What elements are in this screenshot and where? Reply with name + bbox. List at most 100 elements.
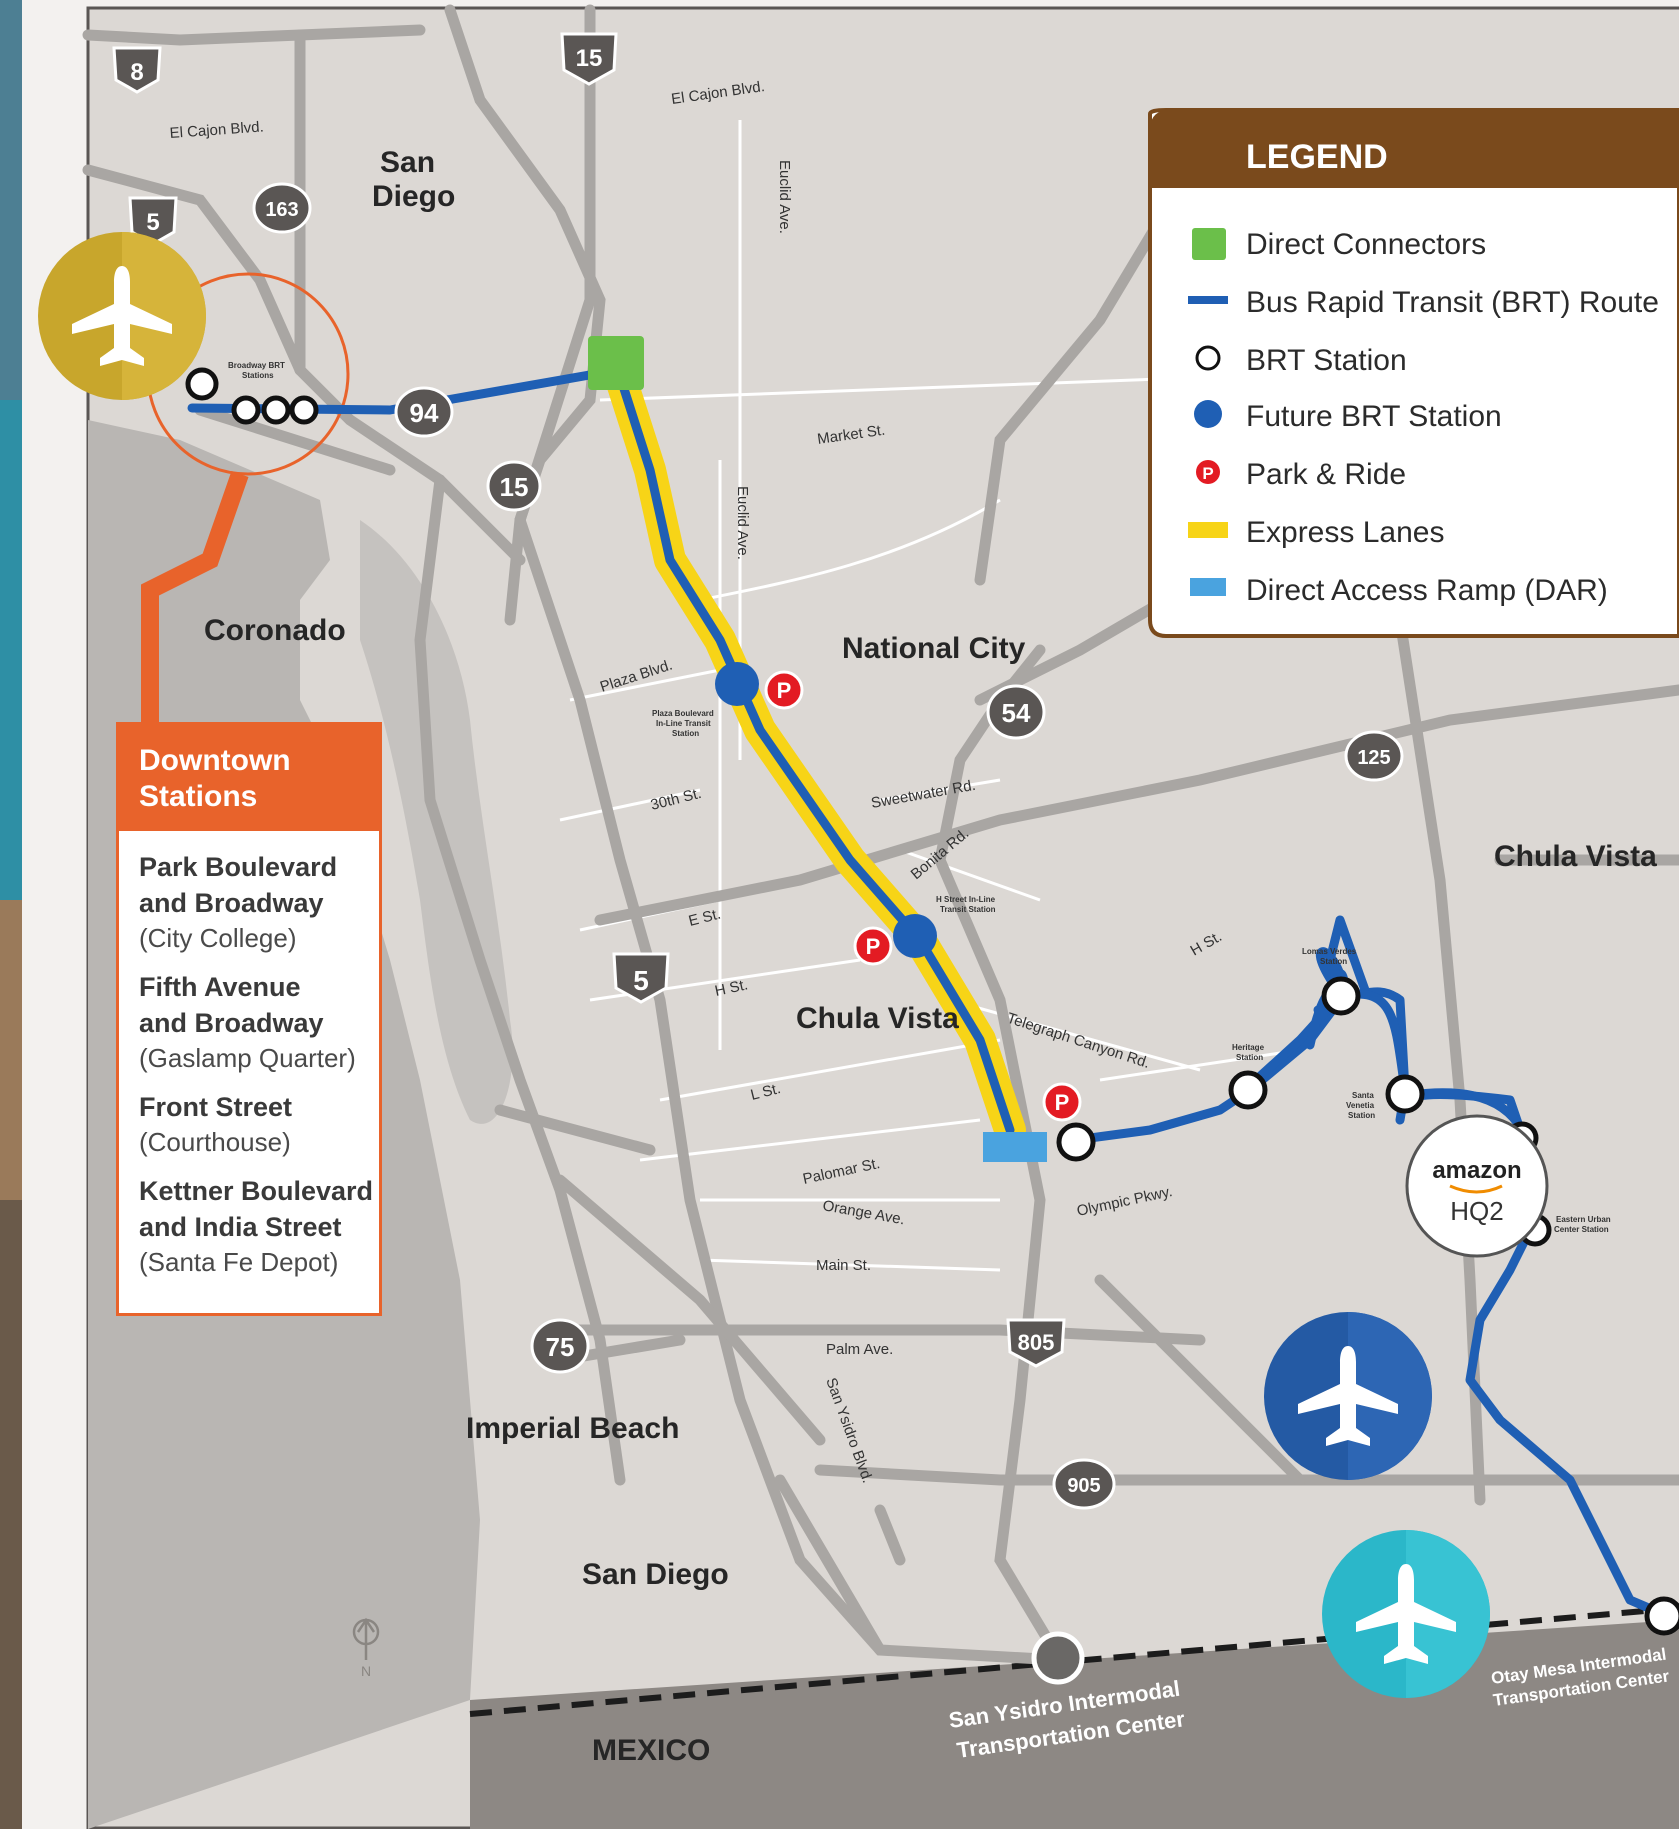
interstate-15-top-shield: 15 xyxy=(560,32,618,86)
svg-text:P: P xyxy=(866,934,881,959)
place-labels: San Diego Coronado National City Chula V… xyxy=(204,146,1657,1767)
legend-brt-route-swatch xyxy=(1188,296,1228,304)
downtown-station-name: Kettner Boulevard xyxy=(139,1176,374,1206)
place-san-diego-top-1: San xyxy=(380,146,435,179)
place-chula-vista-east: Chula Vista xyxy=(1494,840,1657,873)
interstate-15-mid-shield: 15 xyxy=(486,460,542,512)
place-mexico: MEXICO xyxy=(592,1734,710,1767)
svg-text:Station: Station xyxy=(672,729,699,738)
svg-text:Eastern Urban: Eastern Urban xyxy=(1556,1215,1611,1224)
state-route-905-shield: 905 xyxy=(1052,1458,1116,1510)
downtown-station-item: Kettner Boulevard and India Street (Sant… xyxy=(139,1173,379,1279)
airport-icon-teal xyxy=(1322,1530,1490,1698)
downtown-station-name: and Broadway xyxy=(139,888,324,918)
legend-dar-swatch xyxy=(1190,578,1226,596)
downtown-station-item: Fifth Avenue and Broadway (Gaslamp Quart… xyxy=(139,969,379,1075)
downtown-station-name: Park Boulevard xyxy=(139,852,338,882)
state-route-54-shield: 54 xyxy=(986,684,1046,740)
svg-text:125: 125 xyxy=(1357,747,1390,769)
legend-express-lanes-swatch xyxy=(1188,522,1228,538)
svg-text:N: N xyxy=(361,1663,371,1679)
svg-text:Station: Station xyxy=(1236,1053,1263,1062)
svg-text:H St.: H St. xyxy=(713,976,749,1000)
downtown-station-item: Front Street (Courthouse) xyxy=(139,1089,379,1159)
svg-text:15: 15 xyxy=(500,472,529,502)
interstate-5-mid-shield: 5 xyxy=(612,952,670,1004)
downtown-station-item: Park Boulevard and Broadway (City Colleg… xyxy=(139,849,379,955)
svg-text:75: 75 xyxy=(546,1332,575,1362)
svg-text:Venetia: Venetia xyxy=(1346,1101,1375,1110)
place-imperial-beach: Imperial Beach xyxy=(466,1412,679,1445)
legend-title: LEGEND xyxy=(1246,138,1388,176)
svg-text:Euclid Ave.: Euclid Ave. xyxy=(776,160,793,234)
downtown-station-sub: (Santa Fe Depot) xyxy=(139,1247,339,1277)
svg-text:H Street In-Line: H Street In-Line xyxy=(936,895,996,904)
place-san-diego-south: San Diego xyxy=(582,1558,729,1591)
san-ysidro-station xyxy=(1031,1631,1085,1685)
airport-icon-gold xyxy=(38,232,206,400)
highway-shields: 8 15 5 163 94 15 5 54 125 75 805 905 xyxy=(112,32,1404,1510)
interstate-8-shield: 8 xyxy=(112,46,162,94)
place-coronado: Coronado xyxy=(204,614,346,647)
downtown-stations-list: Park Boulevard and Broadway (City Colleg… xyxy=(119,831,379,1279)
svg-text:Plaza Boulevard: Plaza Boulevard xyxy=(652,709,714,718)
direct-connector xyxy=(588,336,644,390)
svg-text:Main St.: Main St. xyxy=(816,1257,871,1274)
svg-text:Station: Station xyxy=(1320,957,1347,966)
place-san-diego-top-2: Diego xyxy=(372,180,455,213)
interstate-805-shield: 805 xyxy=(1006,1318,1066,1368)
future-brt-station-plaza xyxy=(715,662,759,706)
state-route-75-shield: 75 xyxy=(530,1318,590,1374)
legend-park-ride-swatch xyxy=(1196,460,1220,484)
north-arrow-icon: N xyxy=(352,1617,380,1679)
park-and-ride: P P P xyxy=(764,670,1082,1122)
legend-item-3: Future BRT Station xyxy=(1246,400,1502,433)
downtown-station-name: Front Street xyxy=(139,1092,293,1122)
svg-text:Stations: Stations xyxy=(242,371,274,380)
legend-direct-connector-swatch xyxy=(1192,228,1226,260)
downtown-station-sub: (Courthouse) xyxy=(139,1127,291,1157)
downtown-station-name: and India Street xyxy=(139,1212,342,1242)
place-chula-vista-center: Chula Vista xyxy=(796,1002,959,1035)
state-route-125-shield: 125 xyxy=(1344,730,1404,782)
state-route-94-shield: 94 xyxy=(394,386,454,438)
legend-item-4: Park & Ride xyxy=(1246,458,1406,491)
svg-text:Palm Ave.: Palm Ave. xyxy=(826,1341,893,1358)
svg-text:Euclid Ave.: Euclid Ave. xyxy=(734,486,751,560)
svg-text:Broadway BRT: Broadway BRT xyxy=(228,361,285,370)
legend-brt-station-swatch xyxy=(1195,345,1221,371)
amazon-hq2-badge: amazon HQ2 xyxy=(1405,1114,1549,1258)
legend-item-2: BRT Station xyxy=(1246,344,1407,377)
airport-icon-blue xyxy=(1264,1312,1432,1480)
downtown-station-name: Fifth Avenue xyxy=(139,972,301,1002)
downtown-station-name: and Broadway xyxy=(139,1008,324,1038)
downtown-title-1: Downtown xyxy=(139,744,291,777)
place-national-city: National City xyxy=(842,632,1026,665)
svg-text:Santa: Santa xyxy=(1352,1091,1374,1100)
svg-text:94: 94 xyxy=(410,398,439,428)
legend-item-5: Express Lanes xyxy=(1246,516,1444,549)
interstate-5-top-shield: 5 xyxy=(128,196,178,246)
svg-text:Heritage: Heritage xyxy=(1232,1043,1265,1052)
state-route-163-shield: 163 xyxy=(252,182,312,234)
svg-text:54: 54 xyxy=(1002,698,1031,728)
amazon-hq2-label: HQ2 xyxy=(1450,1196,1503,1226)
legend-future-station-swatch xyxy=(1194,400,1222,428)
legend: LEGEND Direct Connectors Bus Rapid Trans… xyxy=(1148,108,1679,638)
svg-text:8: 8 xyxy=(130,59,143,86)
svg-text:P: P xyxy=(1055,1090,1070,1115)
svg-text:905: 905 xyxy=(1067,1475,1100,1497)
svg-text:P: P xyxy=(777,678,792,703)
svg-text:In-Line Transit: In-Line Transit xyxy=(656,719,711,728)
downtown-station-sub: (City College) xyxy=(139,923,297,953)
legend-item-0: Direct Connectors xyxy=(1246,228,1486,261)
downtown-station-sub: (Gaslamp Quarter) xyxy=(139,1043,356,1073)
svg-text:Center Station: Center Station xyxy=(1554,1225,1609,1234)
svg-text:5: 5 xyxy=(146,209,159,236)
svg-text:El Cajon Blvd.: El Cajon Blvd. xyxy=(169,118,264,142)
svg-text:Transit Station: Transit Station xyxy=(940,905,996,914)
downtown-stations-header: Downtown Stations xyxy=(119,725,379,831)
svg-text:15: 15 xyxy=(576,45,603,72)
